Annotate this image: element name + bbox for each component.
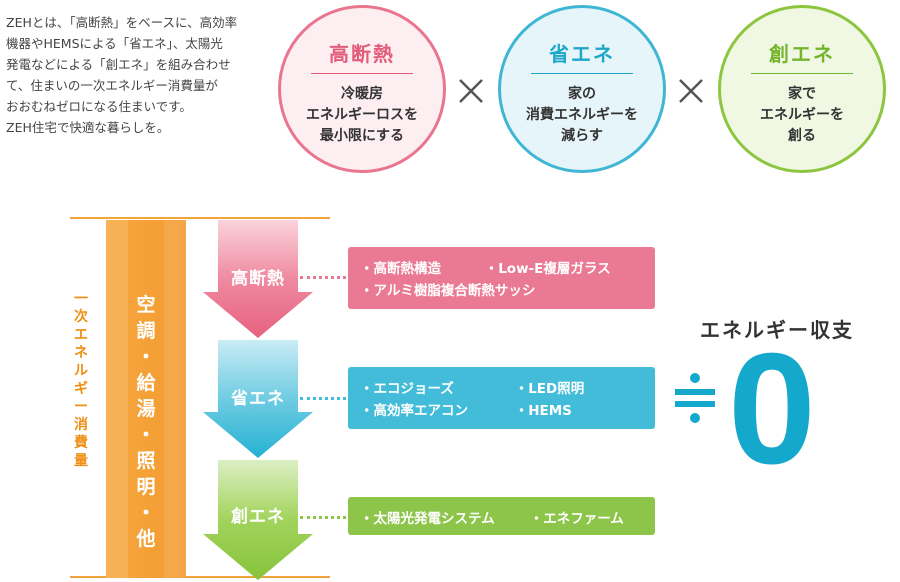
circle-description: 家で エネルギーを 創る	[721, 84, 883, 147]
connector-energy-saving	[300, 397, 346, 400]
arrow-insulation: 高断熱	[203, 220, 313, 338]
bar-char: ・	[136, 346, 156, 368]
primary-energy-label: 一 次 エ ネ ル ギ ー 消 費 量	[70, 290, 92, 470]
detail-box-energy-saving: ・エコジョーズ ・LED照明 ・高効率エアコン ・HEMS	[348, 367, 655, 429]
intro-line: ZEH住宅で快適な暮らしを。	[6, 120, 170, 135]
detail-row: ・アルミ樹脂複合断熱サッシ	[360, 279, 655, 301]
label-char: ー	[74, 399, 88, 415]
circle-desc-line: 冷暖房	[341, 86, 383, 102]
detail-item: ・高断熱構造	[360, 261, 441, 277]
circle-desc-line: 家で	[788, 86, 816, 102]
bottom-reference-line	[70, 576, 330, 578]
label-char: 一	[74, 291, 88, 307]
intro-text: ZEHとは、「高断熱」をベースに、高効率 機器やHEMSによる「省エネ」、太陽光…	[6, 12, 246, 138]
energy-balance-value: 0	[728, 321, 816, 497]
down-arrow-icon	[203, 460, 313, 580]
intro-line: 発電などによる「創エネ」を組み合わせ	[6, 57, 231, 72]
circle-title: 創エネ	[769, 42, 835, 66]
detail-row: ・高断熱構造 ・Low-E複層ガラス	[360, 257, 655, 279]
intro-line: おおむねゼロになる住まいです。	[6, 99, 192, 114]
circle-desc-line: エネルギーを	[760, 107, 844, 123]
detail-box-energy-creation: ・太陽光発電システム ・エネファーム	[348, 497, 655, 535]
circle-description: 家の 消費エネルギーを 減らす	[501, 84, 663, 147]
down-arrow-icon	[203, 220, 313, 338]
multiply-icon	[679, 79, 703, 103]
intro-line: ZEHとは、「高断熱」をベースに、高効率	[6, 15, 238, 30]
consumption-bar: 空 調 ・ 給 湯 ・ 照 明 ・ 他	[106, 220, 186, 578]
detail-item: ・Low-E複層ガラス	[484, 261, 611, 277]
circle-title: 高断熱	[329, 42, 395, 66]
connector-insulation	[300, 276, 346, 279]
label-char: ギ	[74, 381, 88, 397]
bar-char: 湯	[136, 398, 156, 420]
divider	[751, 73, 853, 74]
intro-line: て、住まいの一次エネルギー消費量が	[6, 78, 218, 93]
bar-char: ・	[136, 424, 156, 446]
detail-row: ・太陽光発電システム ・エネファーム	[360, 507, 655, 529]
circle-desc-line: 減らす	[561, 128, 603, 144]
circle-desc-line: 家の	[568, 86, 596, 102]
arrow-energy-saving: 省エネ	[203, 340, 313, 458]
bar-char: ・	[136, 502, 156, 524]
detail-item: ・アルミ樹脂複合断熱サッシ	[360, 283, 536, 299]
label-char: 次	[74, 309, 88, 325]
arrow-energy-creation: 創エネ	[203, 460, 313, 580]
multiply-icon	[459, 79, 483, 103]
detail-item: ・HEMS	[514, 403, 572, 419]
detail-item: ・LED照明	[514, 381, 585, 397]
connector-energy-creation	[300, 516, 346, 519]
arrow-label: 創エネ	[231, 507, 285, 527]
detail-row: ・エコジョーズ ・LED照明	[360, 377, 655, 399]
label-char: 費	[74, 435, 88, 451]
top-reference-line	[70, 217, 330, 219]
detail-item: ・太陽光発電システム	[360, 511, 495, 527]
circle-energy-creation: 創エネ 家で エネルギーを 創る	[718, 5, 886, 173]
label-char: ル	[74, 363, 88, 379]
detail-item: ・エネファーム	[529, 511, 624, 527]
bar-char: 給	[136, 372, 156, 394]
circle-desc-line: エネルギーロスを	[306, 107, 418, 123]
label-char: 量	[74, 453, 88, 469]
circle-energy-saving: 省エネ 家の 消費エネルギーを 減らす	[498, 5, 666, 173]
bar-char: 他	[136, 528, 156, 550]
circle-insulation: 高断熱 冷暖房 エネルギーロスを 最小限にする	[278, 5, 446, 173]
bar-char: 空	[136, 294, 156, 316]
bar-char: 調	[136, 320, 156, 342]
approximately-equal-icon	[675, 373, 715, 423]
circle-desc-line: 消費エネルギーを	[526, 107, 638, 123]
energy-balance-label: エネルギー収支	[700, 318, 854, 342]
circle-title: 省エネ	[549, 42, 615, 66]
divider	[531, 73, 633, 74]
label-char: エ	[74, 327, 88, 343]
detail-item: ・高効率エアコン	[360, 403, 468, 419]
bar-char: 照	[136, 450, 156, 472]
arrow-label: 省エネ	[231, 389, 285, 409]
detail-row: ・高効率エアコン ・HEMS	[360, 399, 655, 421]
circle-desc-line: 創る	[788, 128, 816, 144]
circle-description: 冷暖房 エネルギーロスを 最小限にする	[281, 84, 443, 147]
bar-char: 明	[136, 476, 156, 498]
divider	[311, 73, 413, 74]
label-char: 消	[74, 417, 88, 433]
down-arrow-icon	[203, 340, 313, 458]
consumption-bar-text: 空 調 ・ 給 湯 ・ 照 明 ・ 他	[106, 292, 186, 552]
detail-box-insulation: ・高断熱構造 ・Low-E複層ガラス ・アルミ樹脂複合断熱サッシ	[348, 247, 655, 309]
intro-line: 機器やHEMSによる「省エネ」、太陽光	[6, 36, 223, 51]
arrow-label: 高断熱	[231, 269, 285, 289]
label-char: ネ	[74, 345, 88, 361]
circle-desc-line: 最小限にする	[319, 128, 405, 144]
detail-item: ・エコジョーズ	[360, 381, 454, 397]
